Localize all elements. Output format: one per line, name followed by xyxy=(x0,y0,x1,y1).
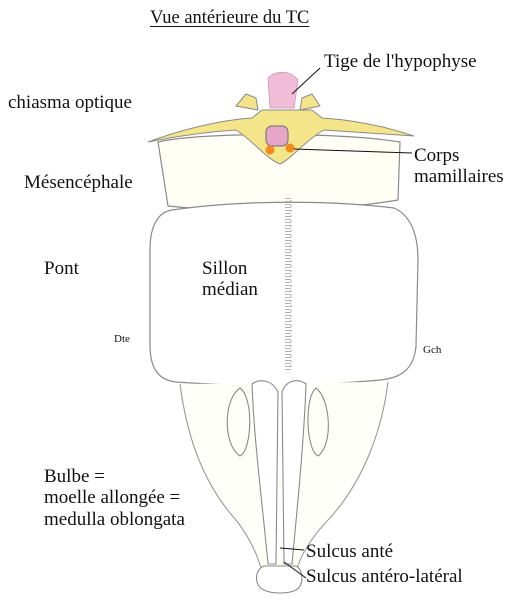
label-medulla: Bulbe = moelle allongée = medulla oblong… xyxy=(44,466,185,530)
corps-leader-line xyxy=(293,148,413,154)
sulcus-ante-leader-line xyxy=(279,547,305,551)
tige-leader-line xyxy=(291,67,321,95)
label-median-sulcus: Sillon médian xyxy=(202,258,258,301)
label-mamillary-bodies: Corps mamillaires xyxy=(414,145,504,188)
label-right-side: Dte xyxy=(114,333,130,345)
label-pituitary-stalk: Tige de l'hypophyse xyxy=(324,51,477,72)
optic-nerve-left xyxy=(235,93,259,111)
right-olive xyxy=(307,387,329,457)
label-optic-chiasma: chiasma optique xyxy=(8,92,132,113)
label-mesencephalon: Mésencéphale xyxy=(24,172,133,193)
pituitary-stalk-section xyxy=(265,125,289,147)
left-pyramid xyxy=(251,380,279,565)
label-anterolateral-sulcus: Sulcus antéro-latéral xyxy=(306,566,463,587)
pons-shape xyxy=(149,201,419,386)
right-pyramid xyxy=(281,380,307,565)
left-mamillary-body xyxy=(265,145,275,155)
diagram-title: Vue antérieure du TC xyxy=(150,8,310,28)
pituitary-stalk xyxy=(267,71,299,109)
left-olive xyxy=(226,387,251,457)
label-anterior-sulcus: Sulcus anté xyxy=(306,541,394,562)
sulcus-antero-lateral-leader-line xyxy=(283,561,307,579)
median-sulcus xyxy=(285,198,292,372)
label-pons: Pont xyxy=(44,258,79,279)
optic-nerve-right xyxy=(299,93,321,111)
label-left-side: Gch xyxy=(423,344,442,356)
right-mamillary-body xyxy=(285,143,295,153)
